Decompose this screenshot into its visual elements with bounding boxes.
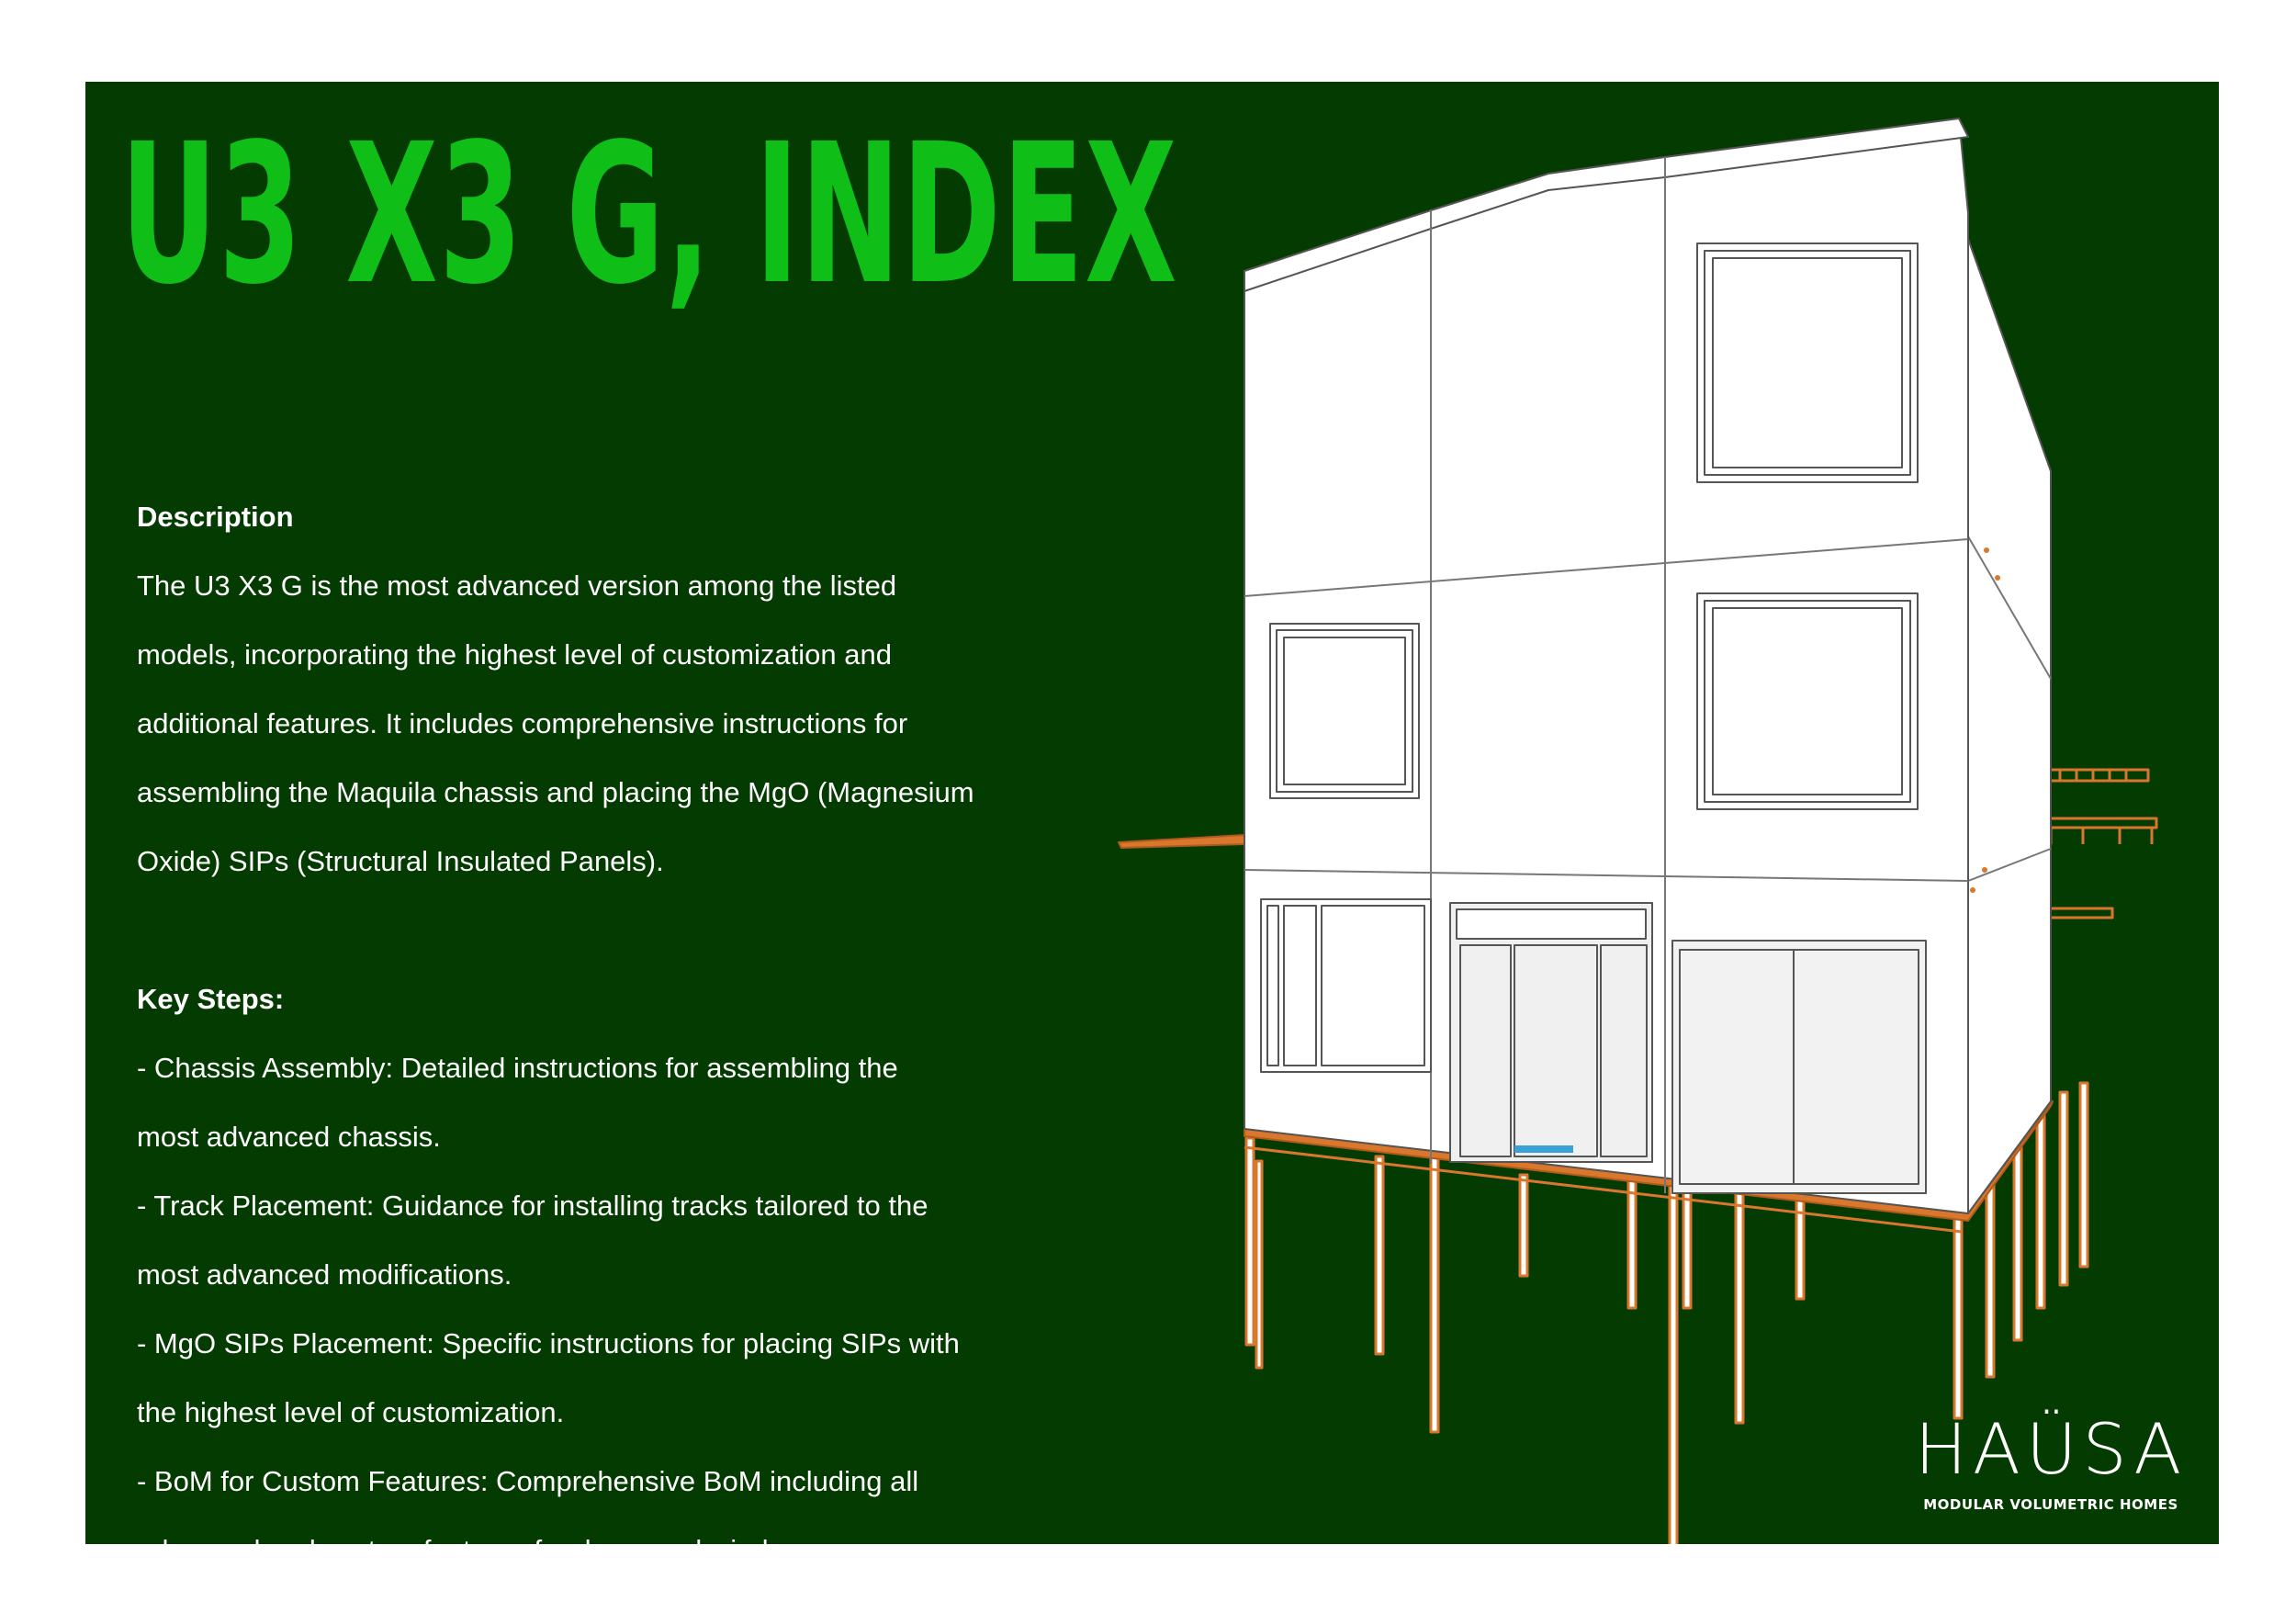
description-line: additional features. It includes compreh… <box>137 707 908 739</box>
description-line: The U3 X3 G is the most advanced version… <box>137 570 897 602</box>
description-line: models, incorporating the highest level … <box>137 638 892 671</box>
key-steps-heading: Key Steps: <box>137 983 285 1015</box>
description-line: assembling the Maquila chassis and placi… <box>137 776 974 808</box>
description-heading: Description <box>137 501 294 533</box>
key-steps-line: most advanced modifications. <box>137 1258 512 1291</box>
key-steps-line: - BoM for Custom Features: Comprehensive… <box>137 1465 919 1497</box>
hausa-logo: HAÜSA MODULAR VOLUMETRIC HOMES <box>1908 1408 2193 1518</box>
key-steps-line: advanced and custom features for doors a… <box>137 1516 827 1544</box>
key-steps-line: - MgO SIPs Placement: Specific instructi… <box>137 1327 960 1359</box>
key-steps-line: - Chassis Assembly: Detailed instruction… <box>137 1052 898 1084</box>
page-title: U3 X3 G, INDEX <box>120 102 1178 327</box>
logo-tagline: MODULAR VOLUMETRIC HOMES <box>1923 1496 2178 1513</box>
logo-wordmark: HAÜSA <box>1914 1408 2188 1490</box>
key-steps-line: - Track Placement: Guidance for installi… <box>137 1190 929 1222</box>
modular-house-render <box>1118 118 2158 1544</box>
key-steps-line: most advanced chassis. <box>137 1121 441 1153</box>
key-steps-line: the highest level of customization. <box>137 1396 565 1428</box>
index-panel: U3 X3 G, INDEX Description The U3 X3 G i… <box>85 82 2219 1544</box>
description-line: Oxide) SIPs (Structural Insulated Panels… <box>137 845 664 877</box>
